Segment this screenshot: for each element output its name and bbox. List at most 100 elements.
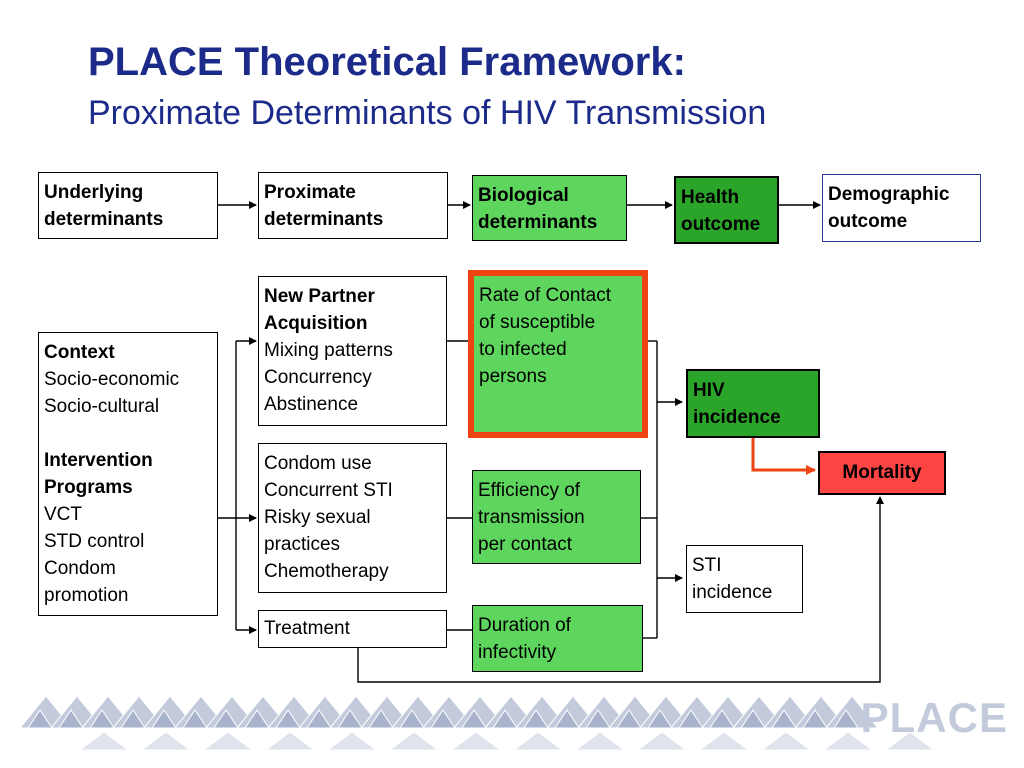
footer-triangle-inner — [616, 709, 642, 729]
slide-title: PLACE Theoretical Framework: — [88, 40, 686, 84]
health-line-1: Health — [681, 187, 740, 208]
programs-heading-1: Intervention — [44, 450, 153, 471]
duration-box: Duration of infectivity — [472, 605, 643, 672]
footer-triangle-lower — [822, 731, 874, 751]
proximate-determinants-box: Proximate determinants — [258, 172, 448, 239]
footer-triangle-inner — [430, 709, 456, 729]
efficiency-line: Efficiency of — [478, 480, 581, 501]
footer-triangle-lower — [574, 731, 626, 751]
biological-line-2: determinants — [478, 212, 598, 233]
mortality-label: Mortality — [842, 462, 922, 483]
footer-triangle-inner — [647, 709, 673, 729]
arrow-hiv-to-mortality — [751, 438, 816, 475]
programs-heading-2: Programs — [44, 477, 133, 498]
condom-item: Chemotherapy — [264, 561, 389, 582]
condom-item: Risky sexual — [264, 507, 371, 528]
program-item: Condom — [44, 558, 116, 579]
footer-triangle-inner — [399, 709, 425, 729]
slide-subtitle: Proximate Determinants of HIV Transmissi… — [88, 94, 767, 132]
partner-heading-1: New Partner — [264, 286, 375, 307]
footer-triangle-inner — [802, 709, 828, 729]
footer-triangle-lower — [140, 731, 192, 751]
new-partner-box: New Partner Acquisition Mixing patterns … — [258, 276, 447, 426]
footer-triangle-inner — [182, 709, 208, 729]
footer-triangle-lower — [202, 731, 254, 751]
sti-incidence-box: STI incidence — [686, 545, 803, 613]
proximate-line-2: determinants — [264, 209, 384, 230]
context-box: Context Socio-economic Socio-cultural In… — [38, 332, 218, 616]
sti-line-1: STI — [692, 555, 722, 576]
underlying-determinants-box: Underlying determinants — [38, 172, 218, 239]
partner-item: Mixing patterns — [264, 340, 393, 361]
footer-triangle-lower — [264, 731, 316, 751]
footer-triangle-inner — [337, 709, 363, 729]
footer-triangle-lower — [698, 731, 750, 751]
footer-triangle-inner — [306, 709, 332, 729]
footer-triangle-inner — [58, 709, 84, 729]
efficiency-line: transmission — [478, 507, 585, 528]
efficiency-box: Efficiency of transmission per contact — [472, 470, 641, 564]
footer-triangle-lower — [884, 731, 936, 751]
mortality-box: Mortality — [818, 451, 946, 495]
footer-triangle-lower — [760, 731, 812, 751]
hiv-incidence-box: HIV incidence — [686, 369, 820, 438]
footer-triangle-inner — [120, 709, 146, 729]
rate-line: to infected — [479, 339, 567, 360]
rate-of-contact-highlight — [468, 270, 648, 438]
demographic-line-2: outcome — [828, 211, 908, 232]
footer-triangle-inner — [740, 709, 766, 729]
underlying-line-1: Underlying — [44, 182, 144, 203]
place-logo-text: PLACE — [860, 694, 1008, 741]
footer-triangle-inner — [275, 709, 301, 729]
demographic-outcome-box: Demographic outcome — [822, 174, 981, 242]
rate-of-contact-box: Rate of Contact of susceptible to infect… — [474, 276, 642, 432]
partner-item: Abstinence — [264, 394, 359, 415]
program-item: VCT — [44, 504, 82, 525]
condom-item: practices — [264, 534, 341, 555]
footer-triangle-inner — [244, 709, 270, 729]
program-item: promotion — [44, 585, 129, 606]
footer-triangle-inner — [709, 709, 735, 729]
demographic-line-1: Demographic — [828, 184, 950, 205]
sti-line-2: incidence — [692, 582, 773, 603]
footer-triangle-pattern — [18, 695, 936, 751]
footer-triangle-inner — [213, 709, 239, 729]
context-heading: Context — [44, 342, 115, 363]
duration-line: Duration of — [478, 615, 571, 636]
proximate-line-1: Proximate — [264, 182, 356, 203]
footer-triangle-inner — [771, 709, 797, 729]
rate-line: of susceptible — [479, 312, 596, 333]
biological-line-1: Biological — [478, 185, 569, 206]
footer-triangle-lower — [326, 731, 378, 751]
footer-triangle-inner — [523, 709, 549, 729]
footer-triangle-inner — [554, 709, 580, 729]
footer-triangle-inner — [368, 709, 394, 729]
spacer — [44, 420, 212, 447]
biological-determinants-box: Biological determinants — [472, 175, 627, 241]
treatment-box: Treatment — [258, 610, 447, 648]
context-item: Socio-cultural — [44, 396, 160, 417]
footer-triangle-inner — [89, 709, 115, 729]
health-outcome-box: Health outcome — [674, 176, 779, 244]
footer-triangle-lower — [636, 731, 688, 751]
footer-triangle-inner — [492, 709, 518, 729]
footer-triangle-inner — [585, 709, 611, 729]
footer-triangle-inner — [461, 709, 487, 729]
footer-triangle-inner — [833, 709, 859, 729]
health-line-2: outcome — [681, 214, 761, 235]
hiv-line-2: incidence — [693, 407, 781, 428]
rate-line: Rate of Contact — [479, 285, 612, 306]
footer-triangle-lower — [388, 731, 440, 751]
partner-item: Concurrency — [264, 367, 372, 388]
underlying-line-2: determinants — [44, 209, 164, 230]
footer-triangle-inner — [151, 709, 177, 729]
footer-triangle-inner — [678, 709, 704, 729]
hiv-line-1: HIV — [693, 380, 725, 401]
connector-treatment-to-mortality — [357, 496, 884, 683]
rate-line: persons — [479, 366, 547, 387]
footer-triangle-lower — [450, 731, 502, 751]
footer-triangle-lower — [512, 731, 564, 751]
footer-triangle-lower — [78, 731, 130, 751]
duration-line: infectivity — [478, 642, 557, 663]
condom-item: Concurrent STI — [264, 480, 393, 501]
